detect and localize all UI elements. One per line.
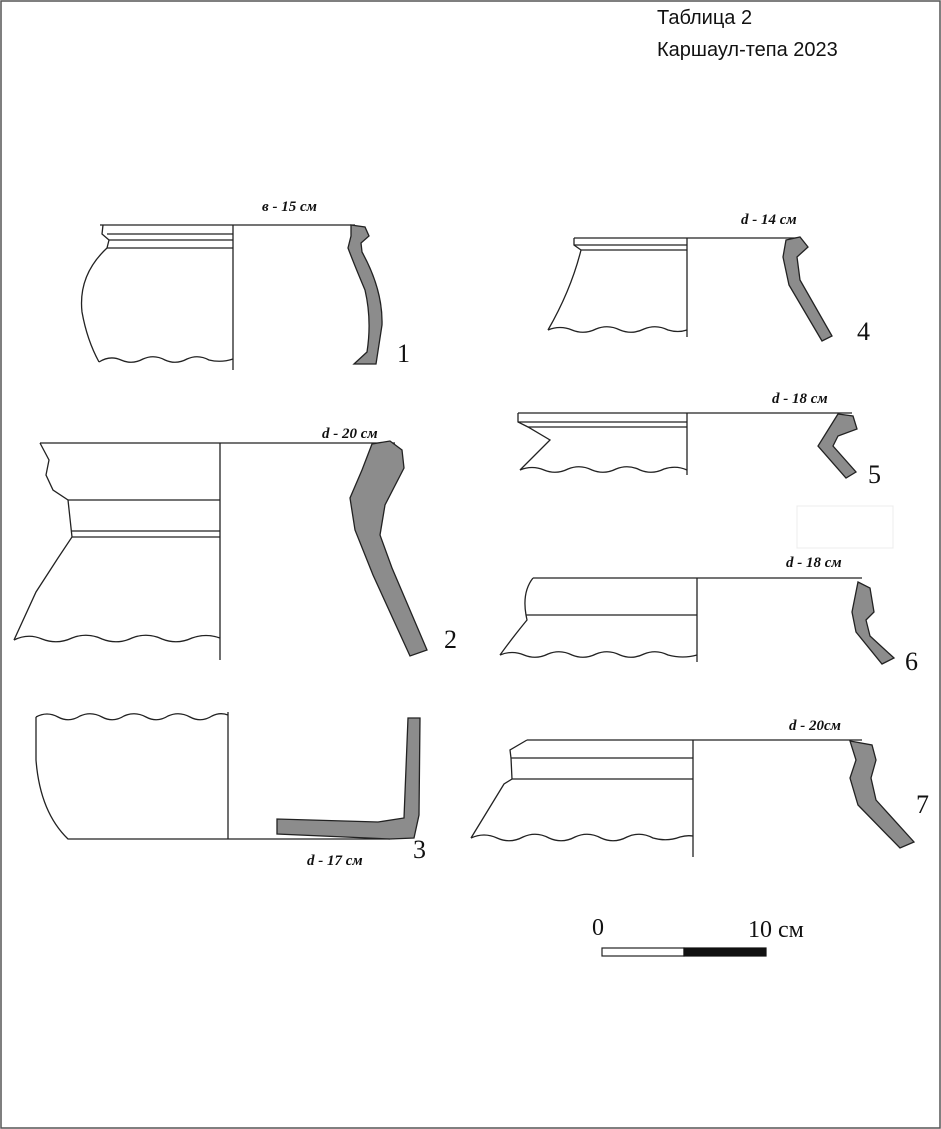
- vessel-5-number: 5: [868, 460, 881, 489]
- vessel-1-dimension: в - 15 см: [262, 199, 317, 215]
- vessel-3-section: [276, 717, 421, 840]
- scale-bar-white-segment: [601, 947, 685, 957]
- scale-bar-start-label: 0: [592, 915, 604, 941]
- vessel-6-profile: [499, 577, 534, 656]
- vessel-7-number: 7: [916, 790, 929, 819]
- vessel-2-bands: [68, 499, 220, 538]
- vessel-4-section: [782, 236, 833, 342]
- plate-header: Таблица 2 Каршаул-тепа 2023: [657, 7, 838, 61]
- vessel-7-dimension: d - 20см: [789, 718, 841, 734]
- vessel-7-section: [849, 740, 916, 849]
- vessel-7-profile: [470, 739, 528, 839]
- vessel-6-break: [499, 651, 698, 658]
- vessel-5-section: [817, 413, 858, 479]
- vessel-6-number: 6: [905, 647, 918, 676]
- vessel-1: в - 15 см 1: [80, 199, 410, 370]
- vessel-4: d - 14 см 4: [547, 212, 870, 346]
- vessel-3: d - 17 см 3: [35, 712, 426, 869]
- vessel-1-section: [347, 224, 383, 365]
- vessel-1-number: 1: [397, 339, 410, 368]
- vessel-4-profile: [547, 238, 582, 331]
- scale-bar-black-segment: [683, 947, 767, 957]
- vessel-1-rim-bands: [107, 233, 233, 249]
- vessel-4-dimension: d - 14 см: [741, 212, 797, 228]
- vessel-4-break: [547, 326, 688, 333]
- vessel-3-dimension: d - 17 см: [307, 853, 363, 869]
- vessel-3-profile: [35, 717, 390, 840]
- vessel-1-profile: [80, 224, 110, 363]
- vessel-4-rim-bands: [574, 244, 687, 251]
- vessel-6-section: [851, 581, 896, 665]
- scale-bar-end-label: 10 см: [748, 917, 804, 943]
- plate-title: Таблица 2: [657, 7, 752, 29]
- scale-bar: 0 10 см: [592, 915, 804, 957]
- vessel-4-number: 4: [857, 317, 870, 346]
- vessel-5: d - 18 см 5: [517, 391, 881, 489]
- vessel-7-bands: [511, 757, 693, 780]
- vessel-7: d - 20см 7: [470, 718, 929, 857]
- vessel-2: d - 20 см 2: [13, 426, 457, 660]
- vessel-5-dimension: d - 18 см: [772, 391, 828, 407]
- vessel-7-break: [470, 833, 694, 842]
- vessel-5-rim-bands: [518, 421, 687, 428]
- vessel-1-break: [98, 356, 234, 363]
- vessel-3-number: 3: [413, 835, 426, 864]
- site-name: Каршаул-тепа 2023: [657, 39, 838, 61]
- vessel-2-number: 2: [444, 625, 457, 654]
- vessel-3-rim-break: [35, 713, 229, 721]
- vessel-2-dimension: d - 20 см: [322, 426, 378, 442]
- vessel-2-section: [349, 440, 428, 657]
- vessel-2-break: [13, 634, 221, 643]
- faint-frame: [796, 505, 894, 549]
- vessel-5-break: [519, 466, 688, 473]
- vessel-6-dimension: d - 18 см: [786, 555, 842, 571]
- vessel-6: d - 18 см 6: [499, 555, 918, 676]
